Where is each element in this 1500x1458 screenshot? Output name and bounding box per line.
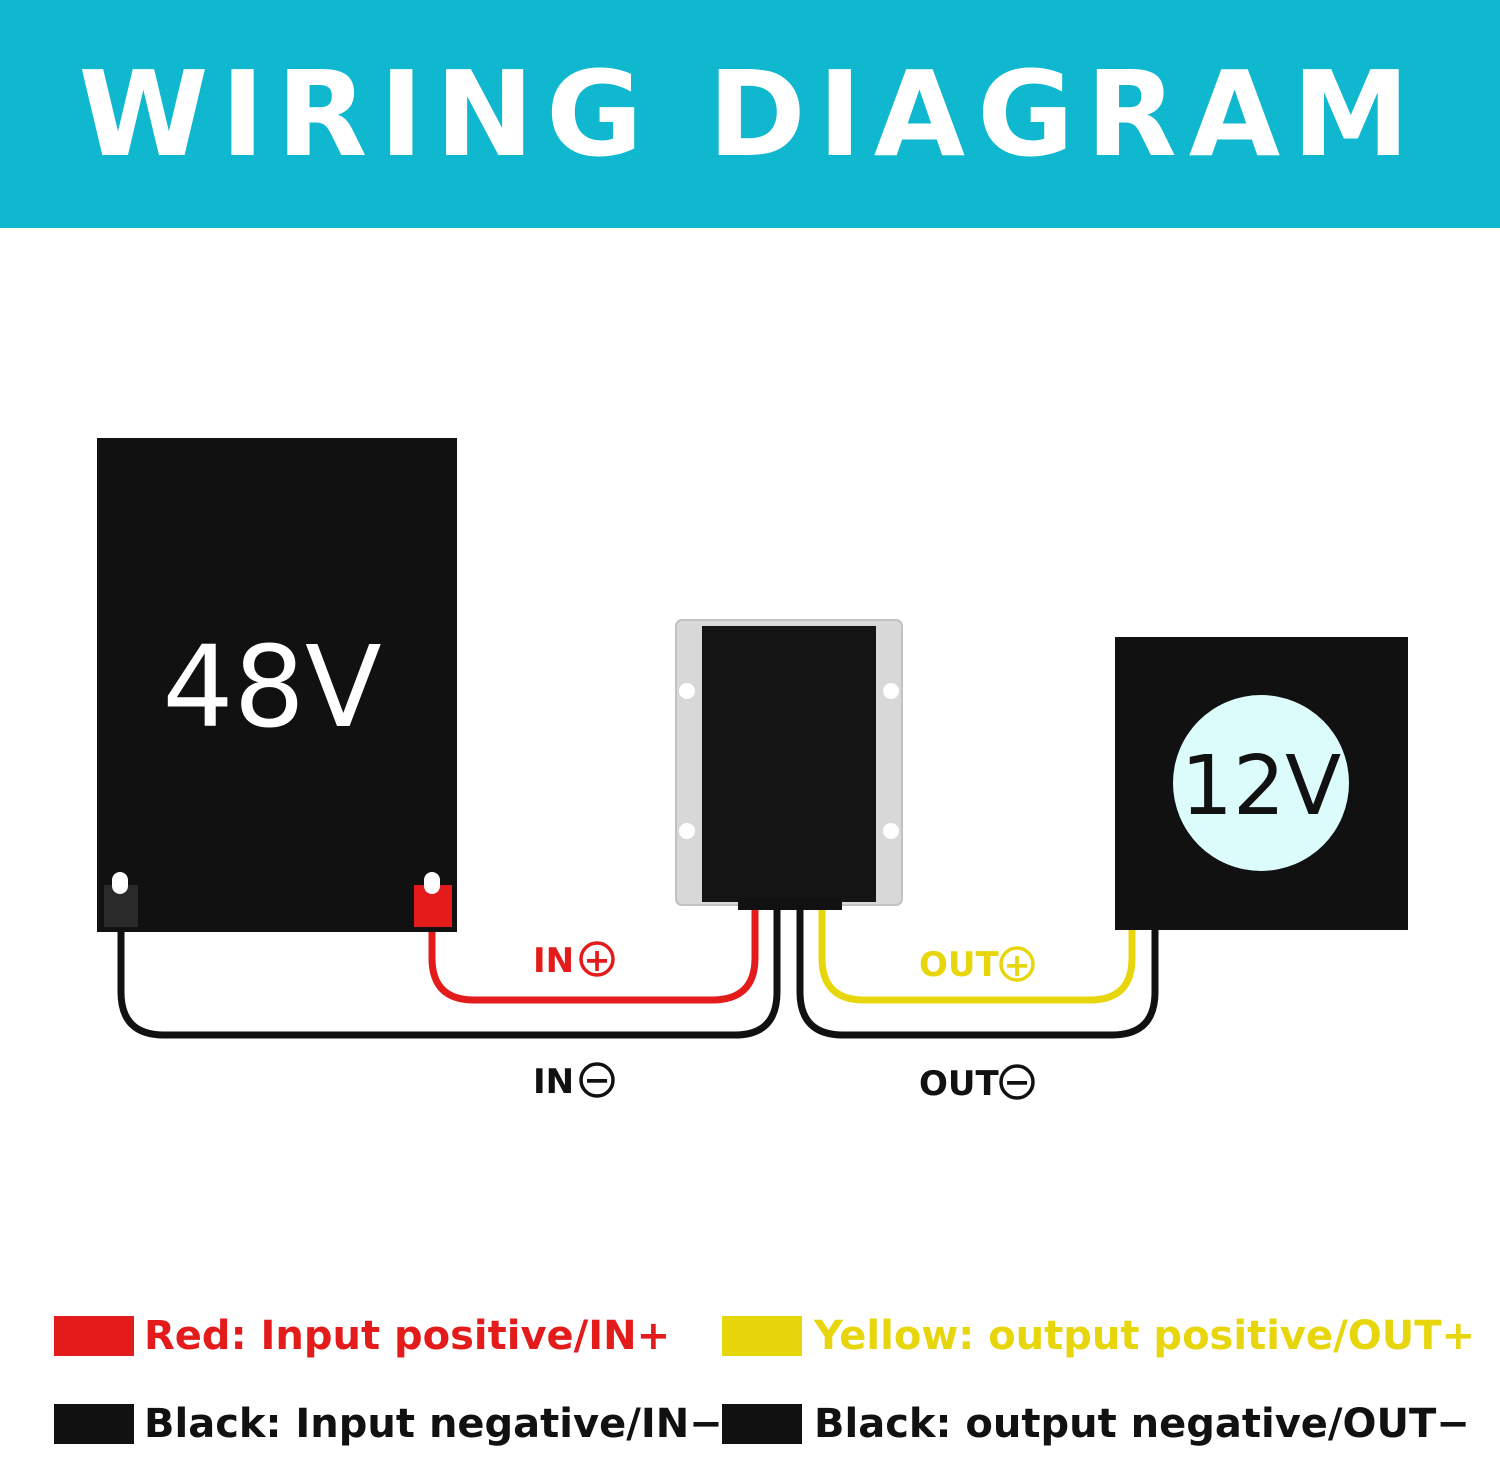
plus-icon: + bbox=[1004, 946, 1031, 984]
legend-black-out-text: Black: output negative/OUT− bbox=[814, 1401, 1470, 1447]
in-negative-wire bbox=[117, 905, 781, 1039]
legend-red-text: Red: Input positive/IN+ bbox=[144, 1313, 671, 1359]
source-positive-terminal bbox=[414, 872, 452, 927]
in-negative-label: IN − bbox=[533, 1061, 615, 1102]
page-title: WIRING DIAGRAM bbox=[78, 45, 1422, 183]
svg-text:IN: IN bbox=[533, 1062, 574, 1102]
mounting-hole bbox=[883, 683, 899, 699]
legend-swatch-black-in bbox=[54, 1404, 134, 1444]
out-negative-label: OUT − bbox=[919, 1063, 1035, 1104]
legend-swatch-red bbox=[54, 1316, 134, 1356]
minus-icon: − bbox=[1004, 1063, 1031, 1101]
load-disc bbox=[1173, 695, 1349, 871]
minus-icon: − bbox=[584, 1061, 611, 1099]
source-device-48v bbox=[97, 438, 457, 932]
load-voltage-label: 12V bbox=[1181, 739, 1341, 834]
out-positive-wire bbox=[818, 905, 1136, 1004]
mounting-hole bbox=[679, 683, 695, 699]
plus-icon: + bbox=[584, 941, 611, 979]
legend-swatch-black-out bbox=[722, 1404, 802, 1444]
svg-text:OUT: OUT bbox=[919, 1064, 1000, 1104]
legend-row-positive: Red: Input positive/IN+ Yellow: output p… bbox=[0, 1310, 1500, 1370]
legend-black-in-text: Black: Input negative/IN− bbox=[144, 1401, 723, 1447]
mounting-hole bbox=[679, 823, 695, 839]
out-negative-wire bbox=[796, 905, 1159, 1039]
header-banner: WIRING DIAGRAM bbox=[0, 0, 1500, 228]
out-positive-label: OUT + bbox=[919, 945, 1035, 985]
in-positive-label: IN + bbox=[533, 941, 615, 981]
svg-text:OUT: OUT bbox=[919, 945, 1000, 985]
converter-module bbox=[675, 619, 903, 910]
mounting-hole bbox=[883, 823, 899, 839]
source-voltage-label: 48V bbox=[162, 623, 381, 753]
in-positive-wire bbox=[428, 905, 759, 1004]
legend-yellow-text: Yellow: output positive/OUT+ bbox=[814, 1313, 1475, 1359]
legend-swatch-yellow bbox=[722, 1316, 802, 1356]
legend-row-negative: Black: Input negative/IN− Black: output … bbox=[0, 1398, 1500, 1458]
svg-text:IN: IN bbox=[533, 941, 574, 981]
converter-body bbox=[702, 626, 876, 902]
source-negative-terminal bbox=[104, 872, 138, 927]
